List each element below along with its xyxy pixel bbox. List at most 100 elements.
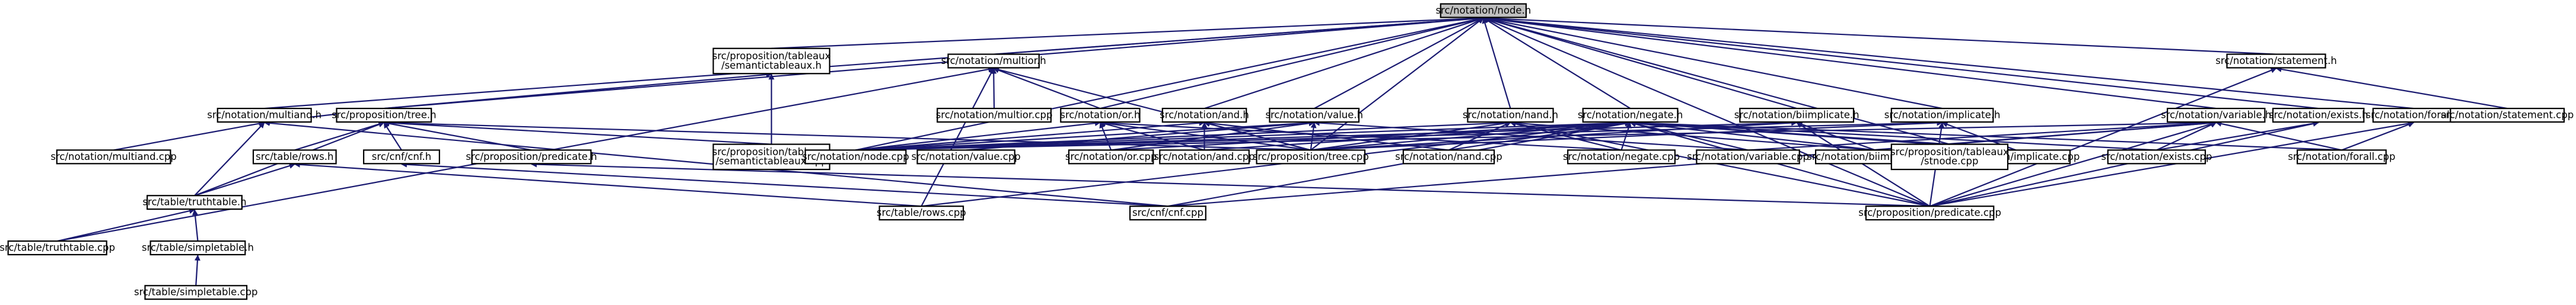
root-node[interactable]: src/notation/node.h xyxy=(1435,3,1531,18)
file-node[interactable]: src/table/rows.h xyxy=(252,149,337,165)
edge-n8-n23 xyxy=(855,120,1205,151)
file-node[interactable]: src/notation/and.h xyxy=(1160,108,1249,123)
edge-n16-n35 xyxy=(2341,121,2415,151)
node-label: src/proposition/tableaux xyxy=(1890,146,2009,158)
node-box xyxy=(56,149,171,165)
file-node[interactable]: src/table/simpletable.cpp xyxy=(134,285,258,300)
file-node[interactable]: src/table/truthtable.h xyxy=(142,195,247,210)
file-node[interactable]: src/notation/or.cpp xyxy=(1065,149,1157,165)
node-box xyxy=(1582,108,1679,123)
node-label: src/notation/node.h xyxy=(1435,5,1531,16)
file-node[interactable]: src/table/simpletable.h xyxy=(142,240,254,256)
file-node[interactable]: src/proposition/tableaux/stnode.cpp xyxy=(1890,143,2009,171)
edge xyxy=(2156,122,2217,151)
node-label: src/notation/nand.cpp xyxy=(1395,151,1502,162)
node-box xyxy=(2272,108,2365,123)
node-box xyxy=(1567,149,1676,165)
edge xyxy=(1310,120,1943,151)
edge-n2-n7 xyxy=(993,67,1101,110)
edge xyxy=(1929,68,2277,207)
edge-n0-n8 xyxy=(1204,17,1484,110)
edge-n3-n17 xyxy=(2275,66,2508,110)
node-label: src/notation/node.cpp xyxy=(802,151,909,162)
node-box xyxy=(147,195,243,210)
file-node[interactable]: src/notation/variable.cpp xyxy=(1687,149,1809,165)
node-label: /stnode.cpp xyxy=(1921,156,1978,167)
node-box xyxy=(1161,108,1247,123)
edge-n0-n16 xyxy=(1482,15,2414,110)
edge-n15-n39 xyxy=(1929,121,2319,207)
edge xyxy=(855,16,1484,151)
node-label: src/notation/statement.cpp xyxy=(2441,110,2574,121)
node-layer: src/notation/node.h src/proposition/table… xyxy=(0,3,2574,300)
file-node[interactable]: src/notation/forall.cpp xyxy=(2288,149,2396,165)
edge-n14-n39 xyxy=(1929,121,2217,207)
edge-n9-n25 xyxy=(1110,120,1315,151)
edge xyxy=(1510,120,1930,207)
file-node[interactable]: src/notation/nand.h xyxy=(1463,108,1558,123)
file-node[interactable]: src/proposition/tableaux/semantictableau… xyxy=(712,47,831,75)
edge xyxy=(1110,120,1315,151)
file-node[interactable]: src/proposition/predicate.cpp xyxy=(1858,206,2001,221)
edge-n0-n33 xyxy=(1482,16,1950,145)
node-box xyxy=(712,47,830,75)
node-box xyxy=(1068,149,1154,165)
edge-n20-n38 xyxy=(400,161,1168,207)
edge xyxy=(855,120,2217,151)
file-node[interactable]: src/cnf/cnf.h xyxy=(363,149,440,165)
file-node[interactable]: src/notation/value.h xyxy=(1265,108,1363,123)
file-node[interactable]: src/notation/multiand.h xyxy=(207,108,321,123)
edge xyxy=(1310,120,1631,151)
node-label: src/proposition/tree.h xyxy=(332,110,436,121)
file-node[interactable]: src/notation/forall.h xyxy=(2365,108,2462,123)
file-node[interactable]: src/notation/implicate.h xyxy=(1884,108,2001,123)
file-node[interactable]: src/table/truthtable.cpp xyxy=(0,240,115,256)
edge xyxy=(855,120,1943,151)
edge-n16-n39 xyxy=(1929,120,2415,207)
edge xyxy=(1100,16,1484,110)
edge-n0-n11 xyxy=(1483,17,1631,110)
file-node[interactable]: src/proposition/predicate.h xyxy=(466,149,597,165)
edge-n14-n23 xyxy=(855,120,2217,151)
node-label: src/notation/multior.cpp xyxy=(936,110,1053,121)
file-node[interactable]: src/notation/negate.cpp xyxy=(1563,149,1680,165)
node-label: src/table/simpletable.cpp xyxy=(134,287,258,298)
file-node[interactable]: src/notation/multior.h xyxy=(941,53,1046,69)
node-box xyxy=(1269,108,1360,123)
edge-n10-n23 xyxy=(855,120,1511,151)
edge-n21-n39 xyxy=(530,161,1930,207)
edge xyxy=(384,72,772,110)
file-node[interactable]: src/table/rows.cpp xyxy=(877,206,966,221)
file-node[interactable]: src/notation/exists.cpp xyxy=(2101,149,2212,165)
file-node[interactable]: src/notation/exists.h xyxy=(2269,108,2368,123)
file-node[interactable]: src/notation/negate.h xyxy=(1578,108,1683,123)
file-node[interactable]: src/notation/biimplicate.h xyxy=(1734,108,1859,123)
file-node[interactable]: src/notation/multior.cpp xyxy=(936,108,1053,123)
node-label: src/notation/or.cpp xyxy=(1065,151,1157,162)
file-node[interactable]: src/notation/statement.h xyxy=(2215,53,2337,69)
node-box xyxy=(144,285,248,300)
node-box xyxy=(471,149,592,165)
file-node[interactable]: src/notation/value.cpp xyxy=(911,149,1021,165)
file-node[interactable]: src/proposition/tree.cpp xyxy=(1253,149,1369,165)
file-node[interactable]: src/notation/nand.cpp xyxy=(1395,149,1502,165)
file-node[interactable]: src/notation/and.cpp xyxy=(1154,149,1255,165)
edge xyxy=(855,120,1101,151)
file-node[interactable]: src/cnf/cnf.cpp xyxy=(1129,206,1206,221)
edge-n14-n30 xyxy=(1747,120,2217,151)
node-box xyxy=(1159,149,1250,165)
file-node[interactable]: src/notation/or.h xyxy=(1060,108,1141,123)
edge xyxy=(1483,17,1631,110)
file-node[interactable]: src/proposition/tableaux/semantictableau… xyxy=(712,143,831,171)
file-node[interactable]: src/proposition/tree.h xyxy=(332,108,437,123)
node-box xyxy=(1890,108,1994,123)
node-label: src/notation/multiand.cpp xyxy=(50,151,176,162)
file-node[interactable]: src/notation/variable.h xyxy=(2161,108,2271,123)
file-node[interactable]: src/notation/multiand.cpp xyxy=(50,149,177,165)
file-node[interactable]: src/notation/node.cpp xyxy=(802,149,909,165)
edge-n0-n9 xyxy=(1314,17,1484,110)
edge-n0-n5 xyxy=(384,15,1484,110)
file-node[interactable]: src/notation/statement.cpp xyxy=(2441,108,2574,123)
edge xyxy=(194,122,265,197)
